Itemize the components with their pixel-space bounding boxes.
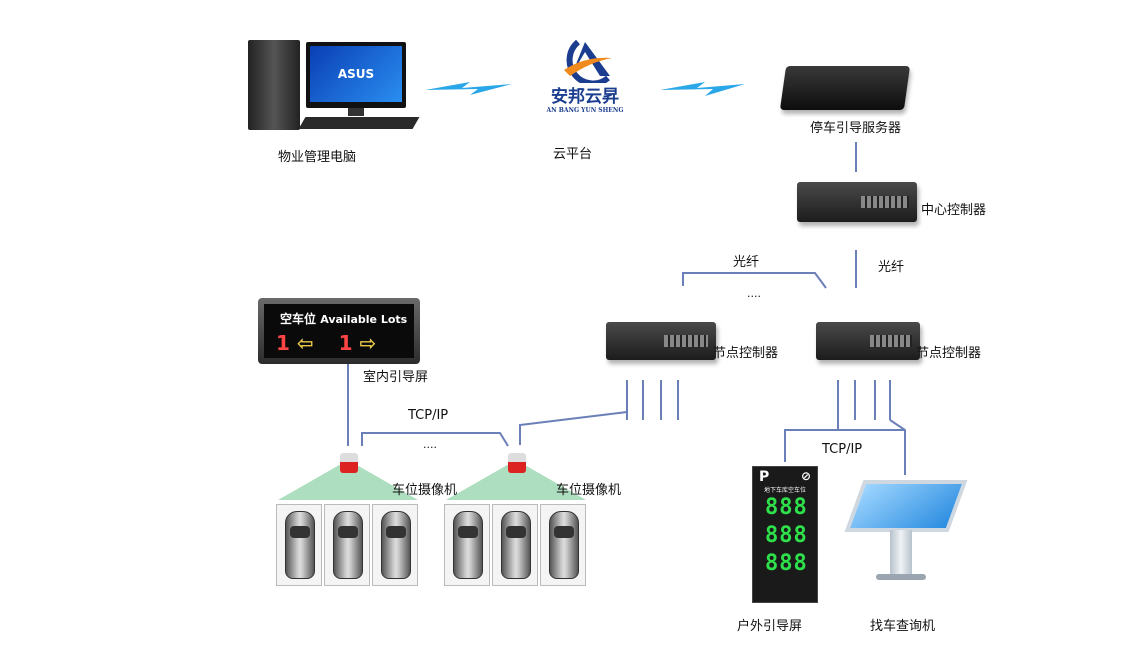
center-controller-icon xyxy=(797,182,917,222)
logo-mark-icon xyxy=(564,39,612,87)
logo-name-cn: 安邦云昇 xyxy=(551,87,619,107)
kiosk-icon xyxy=(844,480,968,580)
parking-slots-left xyxy=(276,500,420,604)
tcpip-label-right: TCP/IP xyxy=(822,442,863,457)
pc-label: 物业管理电脑 xyxy=(278,150,357,165)
camera-right-label: 车位摄像机 xyxy=(556,483,622,498)
logo-name-en: AN BANG YUN SHENG xyxy=(546,107,624,114)
outdoor-digits: 888 xyxy=(765,523,808,548)
node-controller-left-label: 节点控制器 xyxy=(713,346,779,361)
server-label: 停车引导服务器 xyxy=(810,121,902,136)
lightning-right-icon xyxy=(660,82,745,96)
node-controller-right-label: 节点控制器 xyxy=(916,346,982,361)
arrow-right-icon: ⇨ xyxy=(359,331,377,355)
no-entry-icon: ⊘ xyxy=(800,469,811,483)
indoor-title-en: Available Lots xyxy=(320,313,408,326)
anbang-logo: 安邦云昇 AN BANG YUN SHENG xyxy=(530,38,640,118)
indoor-title-cn: 空车位 xyxy=(280,312,317,326)
fiber-link-line xyxy=(682,272,827,289)
outdoor-digits: 888 xyxy=(765,495,808,520)
left-node-drop-lines xyxy=(626,380,679,420)
fiber-label-right: 光纤 xyxy=(878,260,905,275)
outdoor-screen-label: 户外引导屏 xyxy=(737,619,803,634)
camera-ellipsis: .... xyxy=(423,438,437,451)
tcpip-label-left: TCP/IP xyxy=(408,408,449,423)
indoor-count-right: 1 xyxy=(338,331,353,355)
indoor-count-left: 1 xyxy=(276,331,290,355)
car-icon xyxy=(381,511,411,579)
left-node-to-camera-line xyxy=(519,411,628,445)
node-controller-right-icon xyxy=(816,322,920,360)
pc-icon: ASUS xyxy=(248,40,420,132)
arrow-left-icon: ⇦ xyxy=(296,331,314,355)
outdoor-header: 地下车库空车位 xyxy=(763,487,806,494)
server-icon xyxy=(779,66,911,110)
car-icon xyxy=(501,511,531,579)
camera-right-icon xyxy=(508,453,526,473)
node-controller-left-icon xyxy=(606,322,716,360)
kiosk-label: 找车查询机 xyxy=(870,619,936,634)
pc-brand: ASUS xyxy=(310,46,402,102)
car-icon xyxy=(453,511,483,579)
fiber-ellipsis: .... xyxy=(747,287,761,300)
outdoor-digits: 888 xyxy=(765,551,808,576)
car-icon xyxy=(549,511,579,579)
camera-left-label: 车位摄像机 xyxy=(392,483,458,498)
car-icon xyxy=(333,511,363,579)
indoor-screen-label: 室内引导屏 xyxy=(363,370,429,385)
lightning-left-icon xyxy=(425,82,512,95)
right-node-drop-lines xyxy=(837,380,891,420)
outdoor-guidance-screen: P ⊘ 地下车库空车位 888 888 888 xyxy=(752,466,818,603)
fiber-label-top: 光纤 xyxy=(733,255,760,270)
car-icon xyxy=(285,511,315,579)
right-node-to-screens-line xyxy=(784,419,906,475)
camera-left-icon xyxy=(340,453,358,473)
indoor-guidance-screen: 空车位 Available Lots 1 ⇦ 1 ⇨ xyxy=(258,298,420,364)
cloud-label: 云平台 xyxy=(553,147,593,162)
center-controller-label: 中心控制器 xyxy=(921,203,987,218)
parking-slots-right xyxy=(444,500,588,604)
camera-bus-line xyxy=(361,432,509,447)
